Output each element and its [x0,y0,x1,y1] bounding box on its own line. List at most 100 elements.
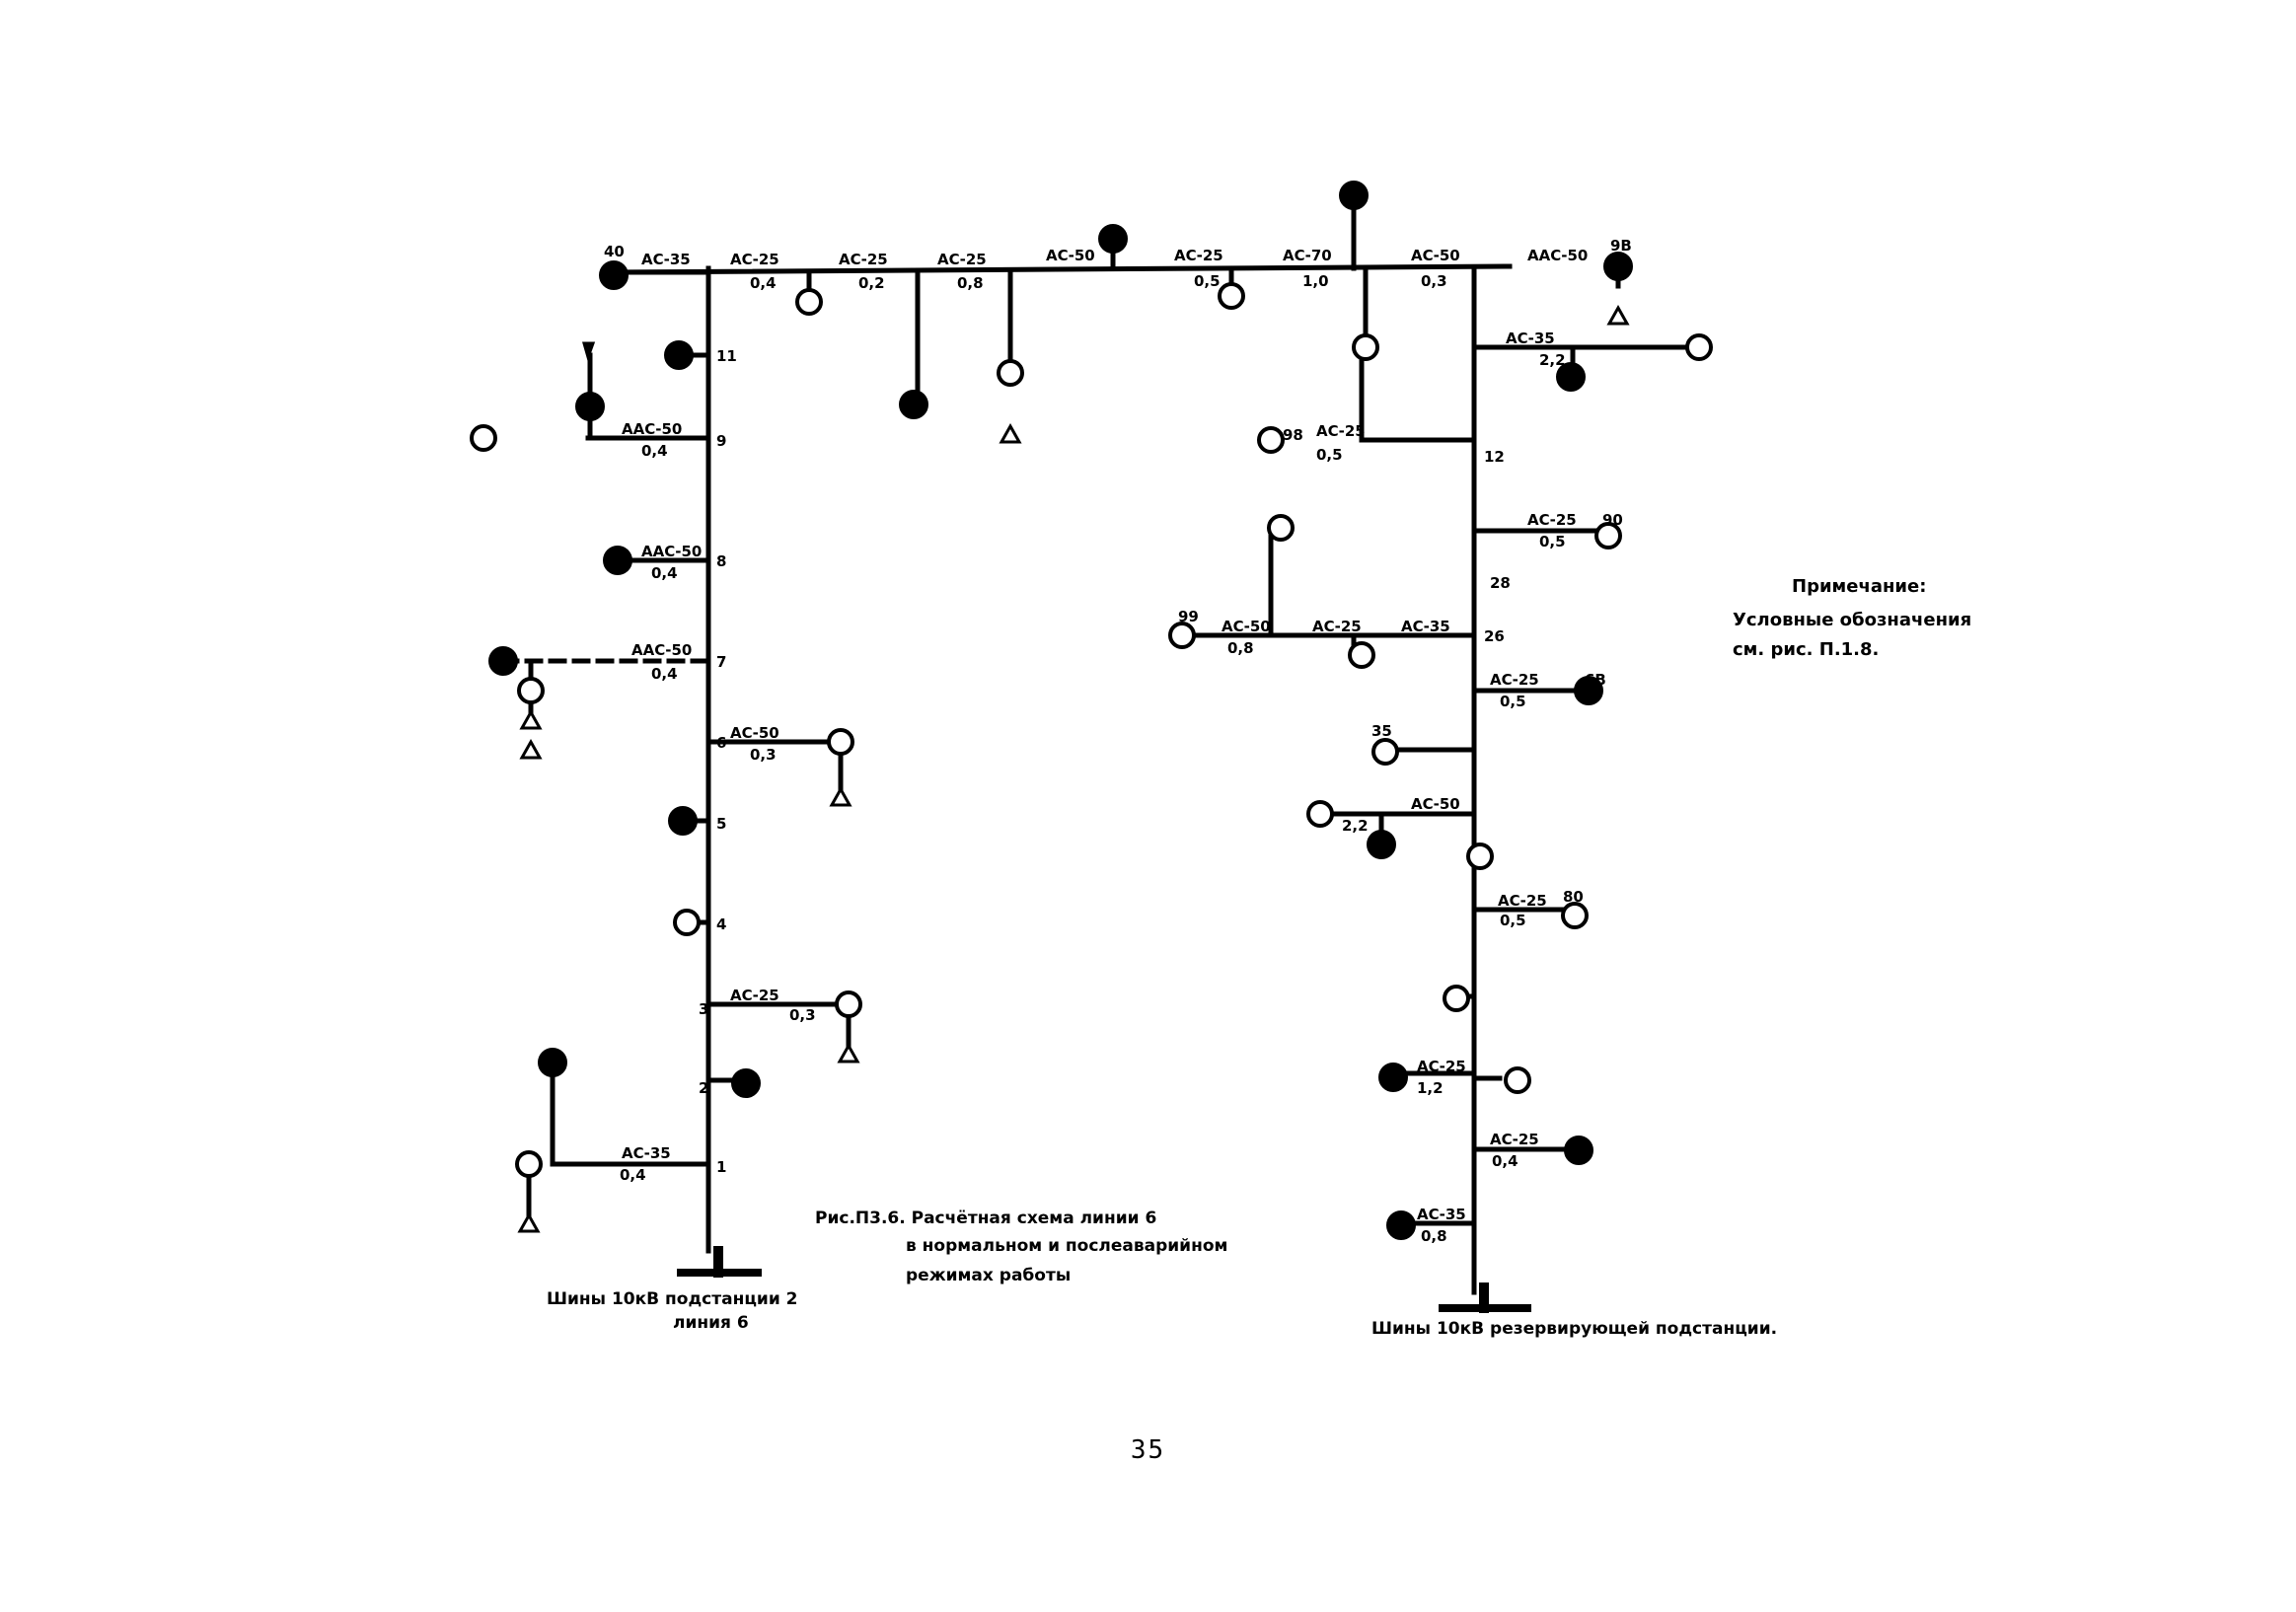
substation-filled [575,392,605,421]
substation-filled [599,260,629,290]
node-label: 4 [716,916,726,933]
node-label: 98 [1283,426,1303,444]
substation-open [1466,843,1494,870]
wire-value: 0,3 [750,746,777,764]
top-trunk [611,263,1513,275]
substation-open [997,359,1024,387]
wire-label: АС-25 [1490,671,1539,689]
node-label: 7 [716,653,726,671]
wire-value: 0,2 [858,274,885,292]
wire-label: АС-35 [641,251,691,268]
node-label: 9В [1610,237,1632,255]
wire-label: АС-35 [1401,618,1450,635]
wire-label: АС-25 [1312,618,1362,635]
wire-label: АС-35 [622,1144,671,1162]
substation-open [1257,426,1285,454]
page-number: 35 [1130,1435,1166,1465]
substation-open [1443,985,1470,1012]
substation-filled [603,546,632,575]
substation-open [795,288,823,316]
wire-label: АС-50 [1222,618,1271,635]
node-label: 40 [604,243,625,260]
substation-filled [1386,1210,1416,1240]
substation-filled [1378,1062,1408,1092]
captions: Рис.П3.6. Расчётная схема линии 6 в норм… [547,576,1971,1339]
substation-filled [664,340,694,370]
wire-value: 0,4 [651,665,678,683]
wire-label: АС-25 [730,251,779,268]
node-label: 35 [1371,722,1392,740]
wire-label: АС-25 [839,251,888,268]
node-label: 5 [716,815,726,833]
substation-filled [899,390,928,419]
substation-open [1504,1066,1531,1094]
node-label: 80 [1563,888,1584,906]
node-label: 2 [699,1079,708,1097]
wire-label: АС-25 [1498,892,1547,910]
note-line-1: Условные обозначения [1733,610,1971,630]
wire-value: 2,2 [1539,351,1566,369]
node-label: 12 [1484,448,1505,466]
substation-open [673,909,701,936]
wire-value: 0,5 [1539,533,1566,550]
substation-open [1352,333,1379,361]
triangle-symbol [519,708,543,730]
wire-value: 0,4 [1492,1152,1518,1170]
wire-label: ААС-50 [641,543,702,560]
triangle-symbol [519,738,543,760]
wire-value: 1,2 [1417,1079,1444,1097]
wire-label: АС-50 [1046,247,1095,264]
wire-value: 0,8 [1227,639,1254,657]
substation-open [1561,902,1589,929]
substation-open [515,1150,543,1178]
wire-label: АС-25 [1316,422,1366,440]
wire-value: 2,2 [1342,817,1369,835]
substation-open [1267,514,1295,542]
wire-label: АС-25 [1527,511,1577,529]
substation-filled [1574,676,1603,705]
substation-filled [731,1068,761,1098]
triangle-symbol [582,341,596,362]
triangle-symbol [837,1042,860,1063]
wire-label: АС-25 [1490,1131,1539,1148]
substation-open [1371,738,1399,766]
substation-filled [1556,362,1586,392]
figure-caption-line-2: в нормальном и послеаварийном [906,1236,1227,1256]
wire-label: АС-50 [1411,795,1460,813]
wire-label: АС-70 [1283,247,1332,264]
wire-label: ААС-50 [631,641,692,659]
note-line-2: см. рис. П.1.8. [1733,639,1879,660]
left-bus-caption-line-1: Шины 10кВ подстанции 2 [547,1289,798,1309]
substation-filled [668,806,698,836]
node-label: 6 [716,734,726,752]
triangle-symbol [1606,304,1630,326]
wire-value: 0,8 [1421,1227,1447,1245]
wire-value: 0,3 [789,1006,816,1024]
substation-filled [1098,224,1128,254]
wire-value: 0,4 [750,274,777,292]
wire-value: 0,5 [1500,693,1526,710]
triangle-symbol [517,1211,541,1233]
wire-label: АС-50 [730,724,779,742]
wire-value: 0,4 [620,1166,646,1184]
node-label: 11 [716,347,737,365]
substation-open [1168,622,1196,649]
wire-label: АС-50 [1411,247,1460,264]
wire-label: АС-25 [1174,247,1223,264]
substation-filled [538,1048,567,1077]
node-label: 26 [1484,627,1505,645]
note-heading: Примечание: [1792,576,1926,597]
figure-caption-line-1: Рис.П3.6. Расчётная схема линии 6 [815,1209,1156,1228]
substation-open [470,424,497,452]
substation-open [1685,333,1713,361]
substation-filled [1564,1136,1593,1165]
node-label: 3 [699,1000,708,1018]
substation-open [835,990,862,1018]
substation-filled [1367,830,1396,859]
wire-label: АС-25 [730,987,779,1004]
node-label: 28 [1490,574,1511,592]
wire-value: 0,4 [651,564,678,582]
segment-labels: 40 АС-35 АС-25 АС-25 АС-25 АС-50 АС-25 А… [604,237,1632,1245]
substation-filled [1603,252,1633,281]
substation-open [1348,641,1375,669]
